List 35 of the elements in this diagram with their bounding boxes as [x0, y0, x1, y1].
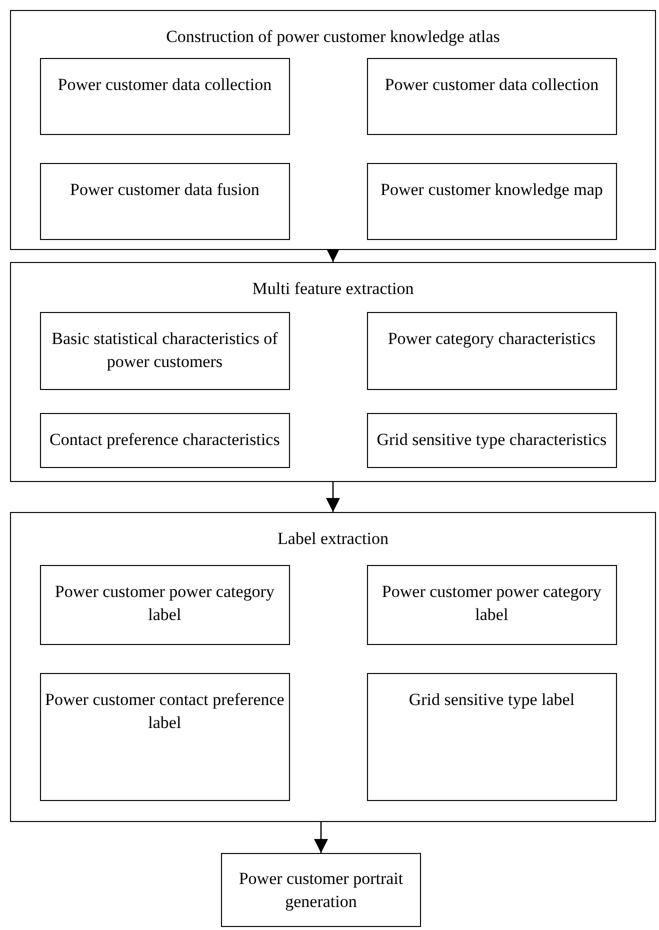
arrow [314, 822, 328, 853]
box-label: Basic statistical characteristics of power customers [50, 328, 279, 373]
box-label: Power customer contact preference label [44, 688, 286, 734]
box-label: Power customer portrait generation [238, 868, 404, 913]
box-label: Power customer power category label [380, 580, 602, 626]
process-box [40, 672, 290, 801]
process-box [40, 412, 290, 468]
box-label: Power category characteristics [386, 328, 597, 350]
group-box [10, 10, 656, 250]
group-title: Label extraction [276, 528, 390, 550]
process-box [366, 672, 617, 801]
process-box [366, 312, 617, 390]
box-label: Power customer data collection [384, 74, 600, 96]
group-box [10, 262, 656, 482]
process-box [40, 564, 290, 645]
group-box [10, 512, 656, 822]
box-label: Power customer data fusion [69, 178, 260, 201]
box-label: Power customer power category label [54, 580, 276, 626]
process-box [221, 853, 421, 927]
process-box [40, 162, 290, 240]
box-label: Grid sensitive type characteristics [376, 428, 608, 451]
process-box [366, 58, 617, 135]
process-box [366, 564, 617, 645]
arrow [326, 482, 340, 512]
process-box [40, 58, 290, 135]
group-title: Construction of power customer knowledge atlas [165, 26, 501, 48]
box-label: Power customer data collection [56, 74, 273, 96]
process-box [40, 312, 290, 390]
arrow [326, 248, 340, 262]
box-label: Contact preference characteristics [48, 428, 281, 451]
group-title: Multi feature extraction [251, 278, 415, 300]
process-box [366, 412, 617, 468]
box-label: Power customer knowledge map [380, 178, 604, 201]
box-label: Grid sensitive type label [408, 688, 576, 711]
process-box [366, 162, 617, 240]
